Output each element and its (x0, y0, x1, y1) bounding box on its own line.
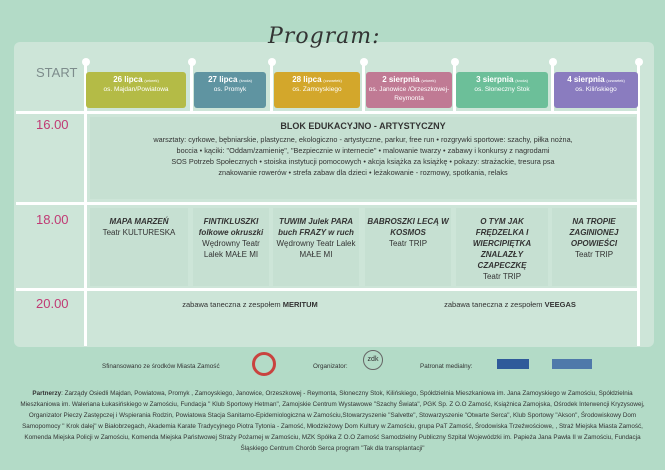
show-cell: BABROSZKI LECĄ W KOSMOS Teatr TRIP (365, 208, 451, 286)
show-title: TUWIM Julek PARA buch FRAZY w ruch (278, 217, 354, 237)
timeline-dot (188, 58, 196, 66)
media-label: Patronat medialny: (420, 363, 473, 370)
organizer-label: Organizator: (313, 363, 348, 370)
day-date: 26 lipca (113, 75, 143, 84)
column-divider (453, 64, 456, 112)
day-weekday: (wtorek) (144, 78, 159, 83)
partners-label: Partnerzy (32, 390, 62, 397)
time-18: 18.00 (36, 212, 69, 227)
city-logo (252, 352, 276, 376)
day-place: os. Zamoyskiego (292, 86, 342, 93)
day-weekday: (czwartek) (323, 78, 342, 83)
block-line: warsztaty: cyrkowe, bębniarskie, plastyc… (153, 135, 573, 144)
day-date: 2 sierpnia (382, 75, 420, 84)
show-title: BABROSZKI LECĄ W KOSMOS (367, 217, 449, 237)
day-tile: 3 sierpnia (środa) os. Słoneczny Stok (456, 72, 548, 108)
column-divider (551, 64, 554, 112)
day-place: os. Słoneczny Stok (474, 86, 530, 93)
day-weekday: (wtorek) (421, 78, 436, 83)
show-theatre: Teatr TRIP (574, 250, 614, 259)
evening-dance-2: zabawa taneczna z zespołem VEEGAS (400, 300, 620, 309)
show-title: O TYM JAK FRĘDZELKA I WIERCIPIĘTKA ZNALA… (472, 217, 532, 270)
time-20: 20.00 (36, 296, 69, 311)
timeline-dot (635, 58, 643, 66)
day-tile: 4 sierpnia (czwartek) os. Kilińskiego (554, 72, 638, 108)
timeline-dot (360, 58, 368, 66)
day-weekday: (środa) (515, 78, 528, 83)
day-tile: 26 lipca (wtorek) os. Majdan/Powiatowa (86, 72, 186, 108)
schedule-grid (84, 64, 640, 346)
day-tile: 28 lipca (czwartek) os. Zamoyskiego (274, 72, 360, 108)
day-tile: 27 lipca (środa) os. Promyk (194, 72, 266, 108)
show-theatre: Teatr TRIP (388, 239, 428, 248)
day-tile: 2 sierpnia (wtorek) os. Janowice /Orzeszk… (366, 72, 452, 108)
column-divider (362, 64, 365, 112)
show-title: FINTIKLUSZKI folkowe okruszki (198, 217, 264, 237)
show-cell: NA TROPIE ZAGINIONEJ OPOWIEŚCI Teatr TRIP (552, 208, 636, 286)
day-weekday: (środa) (239, 78, 252, 83)
show-cell: MAPA MARZEŃ Teatr KULTURESKA (90, 208, 188, 286)
divider (16, 202, 640, 205)
column-divider (190, 64, 193, 112)
evening-text: zabawa taneczna z zespołem (182, 300, 283, 309)
show-theatre: Teatr TRIP (482, 272, 522, 281)
day-place: os. Majdan/Powiatowa (103, 86, 169, 93)
show-title: MAPA MARZEŃ (109, 217, 169, 226)
band-name: VEEGAS (544, 300, 576, 309)
block-line: SOS Potrzeb Społecznych • stoiska instyt… (171, 157, 555, 166)
media-logo-2 (552, 359, 592, 369)
evening-dance-1: zabawa taneczna z zespołem MERITUM (140, 300, 360, 309)
timeline-dot (268, 58, 276, 66)
page-title: Program: (268, 24, 381, 49)
day-weekday: (czwartek) (606, 78, 625, 83)
show-theatre: Teatr KULTURESKA (102, 228, 176, 237)
show-theatre: Wędrowny Teatr Lalek MAŁE MI (276, 239, 356, 259)
day-place: os. Kilińskiego (575, 86, 617, 93)
show-cell: O TYM JAK FRĘDZELKA I WIERCIPIĘTKA ZNALA… (456, 208, 548, 286)
timeline-dot (82, 58, 90, 66)
block-line: boccia • kąciki: "Oddam/zamienię", "Bezp… (176, 146, 550, 155)
day-date: 4 sierpnia (567, 75, 605, 84)
block-title: BLOK EDUKACYJNO - ARTYSTYCZNY (280, 121, 446, 131)
organizer-logo: zdk (363, 350, 383, 370)
block-line: znakowanie rowerów • strefa zabaw dla dz… (218, 168, 508, 177)
funded-label: Sfinansowano ze środków Miasta Zamość (102, 363, 220, 370)
education-block: BLOK EDUKACYJNO - ARTYSTYCZNY warsztaty:… (90, 117, 636, 199)
band-name: MERITUM (282, 300, 318, 309)
divider (16, 288, 640, 291)
show-title: NA TROPIE ZAGINIONEJ OPOWIEŚCI (569, 217, 619, 248)
day-date: 28 lipca (292, 75, 322, 84)
day-date: 27 lipca (208, 75, 238, 84)
divider (16, 111, 640, 114)
partners-list: Partnerzy: Zarządy Osiedli Majdan, Powia… (20, 388, 645, 454)
time-start: START (36, 65, 78, 80)
partners-text: : Zarządy Osiedli Majdan, Powiatowa, Pro… (20, 390, 645, 452)
timeline-dot (451, 58, 459, 66)
time-16: 16.00 (36, 117, 69, 132)
media-logo-1 (497, 359, 529, 369)
evening-text: zabawa taneczna z zespołem (444, 300, 545, 309)
day-place: os. Promyk (213, 86, 247, 93)
column-divider (270, 64, 273, 112)
timeline-dot (549, 58, 557, 66)
day-date: 3 sierpnia (476, 75, 514, 84)
show-theatre: Wędrowny Teatr Lalek MAŁE MI (202, 239, 260, 259)
day-place: os. Janowice /Orzeszkowej-Reymonta (368, 86, 450, 102)
